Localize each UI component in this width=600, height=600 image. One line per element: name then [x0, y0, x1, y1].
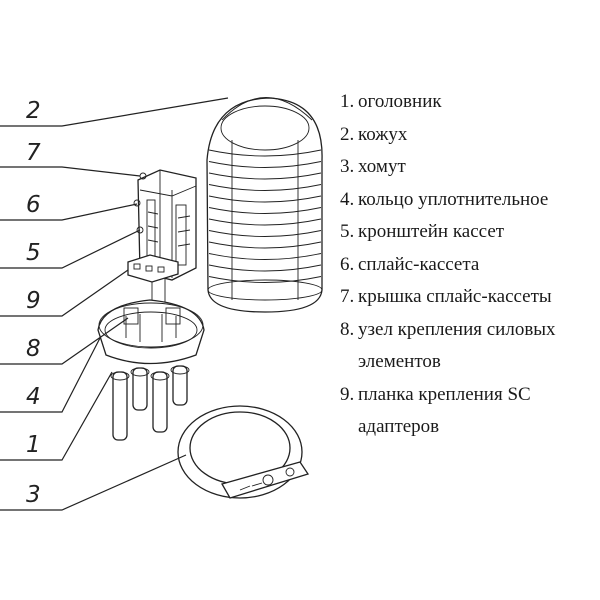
cable-port-cap: [110, 371, 130, 381]
legend-text: хомут: [358, 156, 406, 177]
cable-port: [172, 365, 188, 406]
legend-text: узел крепления силовых элементов: [358, 318, 556, 373]
legend-text: кронштейн кассет: [358, 221, 505, 242]
legend-item: 6.сплайс-кассета: [340, 249, 598, 282]
legend-number: 8.: [340, 318, 355, 340]
callout-7: 7: [26, 140, 41, 166]
cable-port-cap: [150, 371, 170, 381]
cover-rib: [208, 207, 322, 214]
legend-item: 9.планка крепления SC адаптеров: [340, 379, 598, 444]
cover-rib: [208, 149, 322, 157]
legend-number: 3.: [340, 156, 355, 177]
legend-item: 3.хомут: [340, 151, 598, 184]
legend-text: сплайс-кассета: [358, 253, 480, 275]
legend-item: 5.кронштейн кассет: [340, 216, 598, 249]
callout-5: 5: [26, 240, 41, 266]
legend-text: крышка сплайс-кассеты: [358, 286, 552, 307]
callout-8: 8: [26, 336, 41, 362]
cable-port: [152, 371, 168, 433]
cable-port-cap: [130, 367, 150, 377]
cover-rib: [208, 161, 322, 168]
legend-number: 7.: [340, 286, 355, 307]
leader-1: [0, 371, 113, 461]
cover-rib: [208, 195, 322, 203]
cover-rib: [208, 264, 322, 272]
cover-rib: [208, 241, 322, 249]
leader-8: [0, 317, 129, 365]
callout-1: 1: [26, 432, 41, 458]
parts-legend: 1.оголовник 2.кожух 3.хомут 4.кольцо упл…: [340, 86, 598, 444]
legend-number: 1.: [340, 91, 355, 112]
leader-4: [0, 337, 101, 413]
cover-rib: [208, 276, 322, 283]
cover-rib: [208, 172, 322, 180]
cable-port: [112, 371, 128, 441]
leader-9: [0, 269, 129, 317]
legend-item: 2.кожух: [340, 119, 598, 152]
legend-item: 4.кольцо уплотнительное: [340, 184, 598, 217]
cover-rib: [208, 253, 322, 260]
cable-port: [132, 367, 148, 411]
legend-number: 9.: [340, 383, 355, 405]
legend-item: 7.крышка сплайс-кассеты: [340, 281, 598, 314]
callout-4: 4: [26, 384, 41, 410]
callout-2: 2: [26, 98, 41, 124]
leader-5: [0, 229, 141, 269]
legend-number: 4.: [340, 188, 355, 210]
callout-6: 6: [26, 192, 41, 218]
sc-adapter-bar: [127, 254, 179, 330]
legend-number: 2.: [340, 123, 355, 145]
clamp-part: [177, 405, 310, 499]
leader-lines: [0, 97, 229, 511]
leader-6: [0, 203, 138, 221]
legend-number: 5.: [340, 221, 355, 242]
callout-3: 3: [26, 482, 41, 508]
callout-9: 9: [26, 288, 41, 314]
legend-text: оголовник: [358, 91, 442, 112]
cover-rib: [208, 230, 322, 237]
cable-port-cap: [170, 365, 190, 375]
legend-text: кольцо уплотнительное: [358, 188, 549, 210]
cover-rib: [208, 218, 322, 226]
cover-rib: [208, 184, 322, 191]
legend-text: планка крепления SC адаптеров: [358, 383, 531, 438]
legend-item: 1.оголовник: [340, 86, 598, 119]
base-assembly: [97, 299, 205, 441]
callout-labels: 2 7 6 5 9 8 4 1 3: [26, 98, 41, 508]
cover-part: [206, 97, 323, 313]
leader-7: [0, 166, 141, 177]
legend-number: 6.: [340, 253, 355, 275]
leader-3: [0, 454, 187, 511]
leader-2: [0, 97, 229, 127]
legend-item: 8.узел крепления силовых элементов: [340, 314, 598, 379]
legend-text: кожух: [358, 123, 408, 145]
